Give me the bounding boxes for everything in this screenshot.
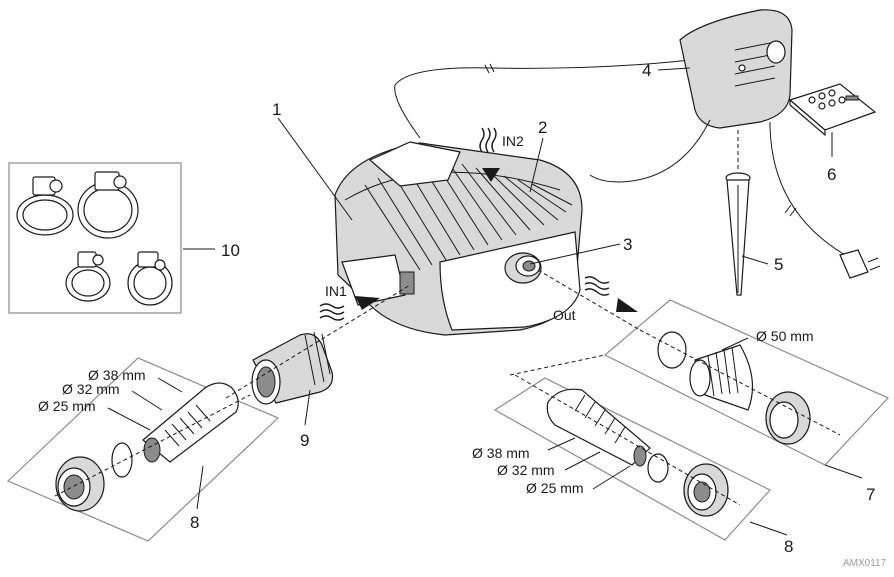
callout-6: 6	[827, 165, 836, 184]
controller-to-pump-cable	[589, 119, 711, 183]
hose-clip-4	[127, 251, 173, 306]
dim-outlet-50: Ø 50 mm	[756, 328, 814, 344]
hose-clip-2	[77, 171, 139, 239]
pump-handle	[368, 141, 461, 187]
in1-flow-arrow	[319, 296, 380, 321]
out-branch	[509, 354, 606, 376]
callout-7: 7	[866, 485, 875, 504]
dim-right-38: Ø 38 mm	[472, 445, 530, 461]
leader-lines	[107, 67, 863, 536]
inlet-face	[341, 254, 406, 306]
remote-control	[788, 83, 877, 137]
callout-9: 9	[300, 431, 309, 450]
dim-right-25: Ø 25 mm	[526, 480, 584, 496]
outlet-hose-tail	[689, 344, 754, 411]
right-adapter-set	[493, 374, 771, 541]
right-union-nut	[683, 463, 729, 517]
hose-clip-1	[16, 176, 74, 236]
outlet-port	[504, 252, 542, 284]
callout-5: 5	[774, 255, 783, 274]
hose-clips-group	[8, 162, 182, 314]
controller-unit	[679, 9, 793, 129]
label-out: Out	[553, 307, 576, 323]
pump-ribs	[364, 159, 573, 271]
cable-break-mark	[484, 63, 495, 74]
dim-right-32: Ø 32 mm	[497, 462, 555, 478]
pump-outlet-face	[439, 231, 581, 331]
pump-cable	[394, 59, 691, 139]
callout-2: 2	[538, 118, 547, 137]
dim-left-32: Ø 32 mm	[62, 381, 120, 397]
dim-left-25: Ø 25 mm	[38, 398, 96, 414]
in2-flow-arrow	[479, 127, 500, 182]
power-cable	[769, 121, 846, 256]
callout-4: 4	[642, 61, 651, 80]
left-adapter-set	[6, 357, 280, 542]
mains-plug	[839, 249, 881, 279]
hose-clip-3	[65, 251, 111, 302]
right-seal-ring	[647, 453, 669, 483]
power-cable-break-mark	[784, 204, 797, 217]
callout-1: 1	[272, 100, 281, 119]
left-union-nut	[55, 456, 105, 512]
outlet-union-nut	[765, 391, 811, 445]
out-axis	[537, 269, 641, 331]
inlet-port	[399, 271, 415, 295]
label-in2: IN2	[502, 133, 524, 149]
label-in1: IN1	[325, 283, 347, 299]
ground-spike	[725, 172, 751, 296]
callout-8-left: 8	[190, 513, 199, 532]
out-flow-arrow	[584, 276, 638, 312]
connection-piece	[251, 331, 334, 405]
image-code: AMX0117	[843, 558, 887, 569]
pump-body	[334, 141, 583, 336]
callout-10: 10	[221, 241, 240, 260]
left-adapter-plate	[6, 357, 280, 542]
dim-left-38: Ø 38 mm	[88, 367, 146, 383]
outlet-adapter-set	[603, 299, 890, 466]
outlet-seal-ring	[657, 331, 687, 369]
callout-8-right: 8	[784, 537, 793, 556]
callout-3: 3	[623, 235, 632, 254]
in1-axis	[225, 284, 411, 399]
left-seal-ring	[111, 442, 133, 478]
